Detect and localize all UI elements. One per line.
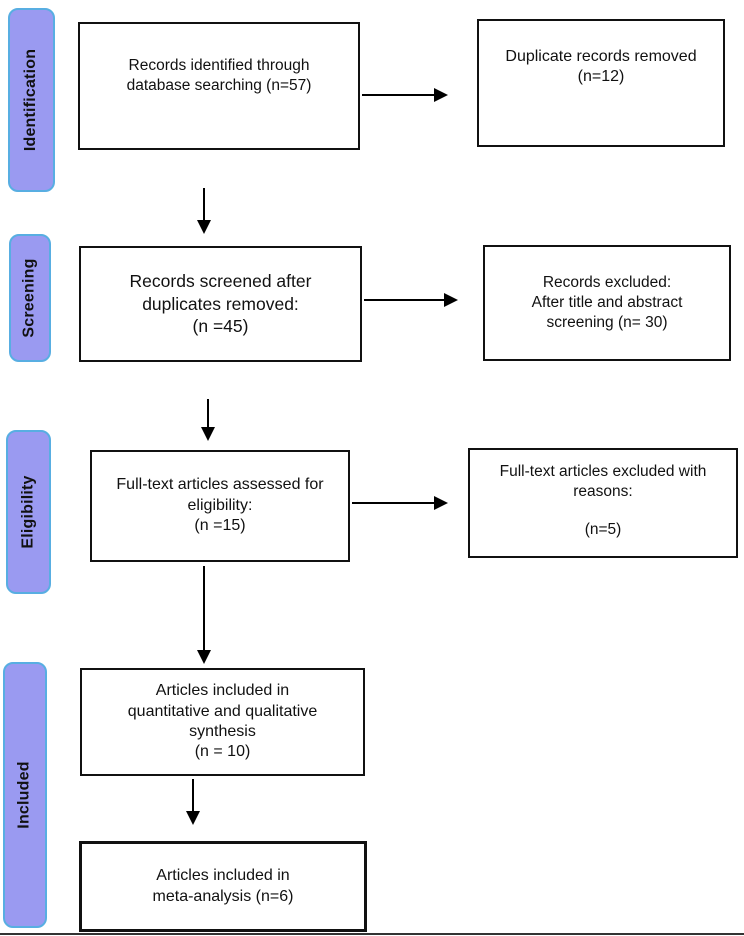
stage-label-text: Identification (22, 48, 40, 152)
box-text-line: Records screened after (129, 271, 312, 292)
box-text-line: (n = 10) (194, 743, 251, 761)
box-records-screened: Records screened after duplicates remove… (79, 246, 362, 362)
arrow-screened-to-excluded-head (444, 293, 458, 307)
arrow-fulltext-to-excluded-shaft (352, 502, 434, 504)
arrow-fulltext-to-synthesis-head (197, 650, 211, 664)
box-text-line: Articles included in (155, 682, 290, 700)
box-text-line: After title and abstract (531, 294, 683, 312)
blank-line-spacer (470, 502, 736, 520)
box-text-line: screening (n= 30) (546, 313, 668, 331)
box-text-line: synthesis (189, 723, 256, 740)
box-text-line: (n=12) (577, 68, 625, 86)
box-fulltext-assessed: Full-text articles assessed for eligibil… (90, 450, 350, 562)
box-text-line: (n =45) (192, 316, 249, 337)
arrow-screened-to-fulltext-shaft (207, 399, 209, 429)
box-text-line: Duplicate records removed (505, 48, 697, 65)
box-text-line: (n=5) (584, 520, 622, 538)
arrow-fulltext-to-synthesis-shaft (203, 566, 205, 652)
box-duplicates-removed: Duplicate records removed (n=12) (477, 19, 725, 147)
box-fulltext-excluded: Full-text articles excluded with reasons… (468, 448, 738, 558)
box-text-line: Full-text articles assessed for (116, 476, 324, 494)
box-records-identified: Records identified through database sear… (78, 22, 360, 150)
stage-label-text: Screening (21, 258, 39, 338)
arrow-identified-to-screened-head (197, 220, 211, 234)
box-text-line: database searching (n=57) (126, 76, 312, 94)
box-included-synthesis: Articles included in quantitative and qu… (80, 668, 365, 776)
arrow-identified-to-duplicates-shaft (362, 94, 434, 96)
box-text-line: duplicates removed: (142, 293, 299, 314)
arrow-identified-to-screened-shaft (203, 188, 205, 222)
box-text-line: (n =15) (194, 517, 246, 535)
box-text-line: Records identified through (128, 57, 310, 74)
stage-label-identification: Identification (8, 8, 55, 192)
box-text-line: Full-text articles excluded with (499, 463, 707, 480)
stage-label-text: Included (16, 761, 34, 829)
stage-label-included: Included (3, 662, 47, 928)
box-text-line: meta-analysis (n=6) (152, 887, 294, 905)
stage-label-eligibility: Eligibility (6, 430, 51, 594)
stage-label-screening: Screening (9, 234, 51, 362)
arrow-synthesis-to-meta-shaft (192, 779, 194, 813)
box-text-line: reasons: (573, 482, 633, 500)
arrow-fulltext-to-excluded-head (434, 496, 448, 510)
arrow-screened-to-excluded-shaft (364, 299, 444, 301)
stage-label-text: Eligibility (19, 475, 37, 549)
arrow-screened-to-fulltext-head (201, 427, 215, 441)
box-text-line: quantitative and qualitative (127, 702, 318, 720)
page-bottom-edge-line (0, 933, 744, 935)
box-records-excluded: Records excluded: After title and abstra… (483, 245, 731, 361)
box-text-line: eligibility: (187, 496, 253, 514)
arrow-synthesis-to-meta-head (186, 811, 200, 825)
box-text-line: Records excluded: (542, 274, 672, 292)
box-text-line: Articles included in (156, 867, 290, 885)
box-included-meta-analysis: Articles included in meta-analysis (n=6) (79, 841, 367, 932)
arrow-identified-to-duplicates-head (434, 88, 448, 102)
